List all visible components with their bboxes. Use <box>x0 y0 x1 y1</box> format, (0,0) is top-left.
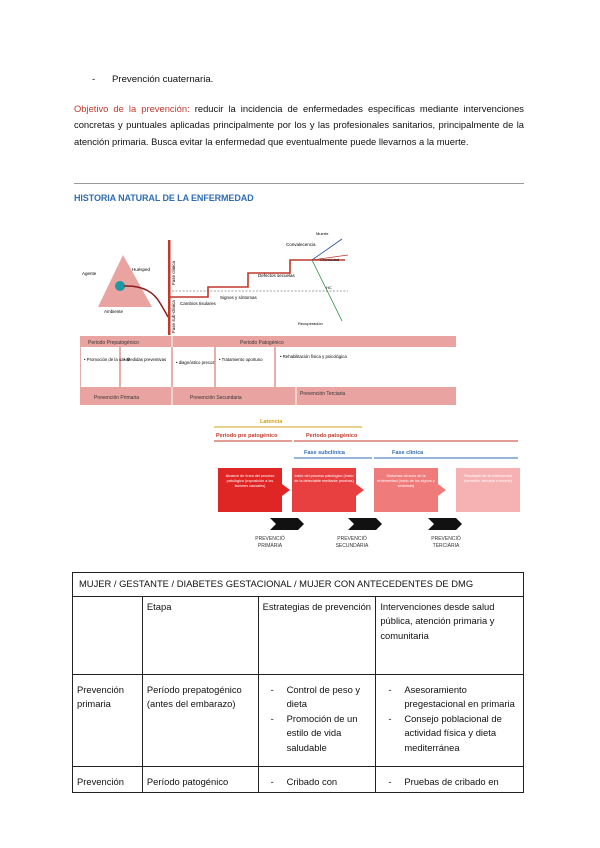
label-muerte: Muerte <box>316 231 329 236</box>
table-cell-level: Prevención <box>72 765 143 794</box>
triangle-shape <box>98 255 152 307</box>
section-heading: HISTORIA NATURAL DE LA ENFERMEDAD <box>74 193 254 203</box>
box-arrow-2 <box>356 484 364 496</box>
triangle-dot <box>115 281 125 291</box>
prev-primaria-bar <box>80 387 172 405</box>
label-recuperacion: Recuperación <box>298 321 323 326</box>
label-latencia: Latencia <box>260 419 283 425</box>
table-header-cell: Etapa <box>141 595 259 675</box>
table-cell-interventions: Asesoramiento pregestacional en primaria… <box>375 673 524 767</box>
prev-secundaria-bar <box>172 387 296 405</box>
label-prev2: PREVENCIÓ <box>337 535 367 542</box>
chevron-arrow-1 <box>270 518 304 530</box>
box-arrow-3 <box>438 484 446 496</box>
label-cronicidad: Cronicidad <box>320 257 339 262</box>
label-fase-subclinica: Fase sub-clínica <box>171 300 176 333</box>
label-periodo-patogenico: Periodo Patogénico <box>240 340 284 346</box>
box-sintomas <box>374 468 438 512</box>
label-cambios: Cambios tisulares <box>180 301 217 306</box>
list-item: Cribado con <box>263 775 372 790</box>
label-periodo-pre: Periodo pre patogénico <box>216 433 278 439</box>
label-huesped: Huésped <box>132 267 151 272</box>
label-prev-primaria: Prevención Primaria <box>94 395 139 401</box>
stair-line <box>170 259 345 298</box>
arrow-cronicidad <box>311 254 349 261</box>
objective-label: Objetivo de la prevención: <box>74 103 190 114</box>
arrow-recuperacion <box>311 259 343 322</box>
action-promocion: • Promoción de la salud <box>84 357 130 362</box>
box-inicio-text-wrap: Inicio del proceso patológico (inicio de… <box>294 474 354 483</box>
periodo-patogenico-bar <box>172 336 456 347</box>
table-title-row: MUJER / GESTANTE / DIABETES GESTACIONAL … <box>72 572 524 597</box>
label-defectos: Defectos secuelas <box>258 273 296 278</box>
triangle-arrow <box>123 285 169 318</box>
table-row: Prevención Período patogénico Cribado co… <box>72 765 524 794</box>
label-signos: Signos y síntomas <box>220 295 258 300</box>
table-title: MUJER / GESTANTE / DIABETES GESTACIONAL … <box>72 572 524 597</box>
box-arrow-1 <box>282 484 290 496</box>
label-fase-clinica: Fase clínica <box>171 260 176 285</box>
action-diagnostico: • diagnóstico precoz <box>176 360 215 365</box>
label-fase-subclinica-2: Fase subclínica <box>304 450 346 456</box>
table-row: Prevención primaria Período prepatogénic… <box>72 673 524 767</box>
label-periodo-prepatogenico: Periodo Prepatogénico <box>88 340 139 346</box>
horizon-vertical-bar <box>168 240 171 335</box>
label-prev-terciaria: Prevención Terciaria <box>300 391 345 397</box>
box-exposicion <box>218 468 282 512</box>
label-prev1b: PRIMÀRIA <box>258 542 283 549</box>
label-ambiente: Ambiente <box>104 309 124 314</box>
box-exposicion-text-wrap: Alcance de línea del proceso patológico … <box>225 474 275 488</box>
label-prev1: PREVENCIÓ <box>255 535 285 542</box>
box-sintomas-text-wrap: Síntomas clínicos de la enfermedad (inic… <box>377 474 435 488</box>
table-cell-interventions: Pruebas de cribado en <box>375 765 524 794</box>
table-header-row: Etapa Estrategias de prevención Interven… <box>72 595 524 675</box>
label-prev2b: SECUNDÀRIA <box>336 542 369 549</box>
list-item: Pruebas de cribado en <box>380 775 519 790</box>
label-periodo-pat: Periodo patogénico <box>306 433 358 439</box>
chevron-arrow-2 <box>348 518 382 530</box>
box-sintomas-text: Síntomas clínicos de la enfermedad (inic… <box>377 474 435 488</box>
table-header-cell: Intervenciones desde salud pública, aten… <box>375 595 524 675</box>
bullet-text: Prevención cuaternaria. <box>112 74 214 85</box>
chevron-arrow-3 <box>428 518 462 530</box>
table-cell-stage: Período patogénico <box>141 765 259 794</box>
table-cell-strategies: Cribado con <box>257 765 377 794</box>
list-item: Promoción de un estilo de vida saludable <box>263 712 372 756</box>
objective-paragraph: Objetivo de la prevención: reducir la in… <box>74 101 524 150</box>
table-header-cell: Estrategias de prevención <box>257 595 377 675</box>
box-resultado <box>456 468 520 512</box>
natural-history-diagram: Agente Huésped Ambiente Fase clínica Fas… <box>80 231 456 405</box>
table-cell-level: Prevención primaria <box>72 673 143 767</box>
section-divider <box>74 183 524 184</box>
prevention-levels-diagram: Latencia Periodo pre patogénico Periodo … <box>214 419 520 549</box>
label-prev3: PREVENCIÓ <box>431 535 461 542</box>
bullet-prevencion-cuaternaria: - Prevención cuaternaria. <box>92 74 213 85</box>
box-exposicion-text: Alcance de línea del proceso patológico … <box>225 474 275 488</box>
list-item: Asesoramiento pregestacional en primaria <box>380 683 519 712</box>
list-item: Control de peso y dieta <box>263 683 372 712</box>
label-horizonte: HC <box>326 285 332 290</box>
box-inicio-text: Inicio del proceso patológico (inicio de… <box>294 474 354 483</box>
action-medidas: • Medidas preventivas <box>124 357 166 362</box>
prevention-table: MUJER / GESTANTE / DIABETES GESTACIONAL … <box>72 572 524 794</box>
box-inicio <box>292 468 356 512</box>
box-resultado-text: Resultado de la enfermedad (curación, se… <box>463 474 513 483</box>
action-rehabilitacion: • Rehabilitación física y psicológica <box>280 354 347 359</box>
objective-text: reducir la incidencia de enfermedades es… <box>74 103 524 147</box>
label-prev-secundaria: Prevención Secundaria <box>190 395 242 401</box>
box-resultado-text-wrap: Resultado de la enfermedad (curación, se… <box>463 474 513 483</box>
prev-terciaria-bar <box>296 387 456 405</box>
label-prev3b: TERCIÀRIA <box>433 542 460 549</box>
table-header-cell <box>72 595 143 675</box>
label-convalecencia: Convalecencia <box>286 242 316 247</box>
periodo-prepatogenico-bar <box>80 336 172 347</box>
bullet-dash: - <box>92 74 96 85</box>
arrow-muerte <box>311 238 343 261</box>
label-fase-clinica-2: Fase clínica <box>392 450 424 456</box>
table-cell-strategies: Control de peso y dieta Promoción de un … <box>257 673 377 767</box>
table-cell-stage: Período prepatogénico (antes del embaraz… <box>141 673 259 767</box>
list-item: Consejo poblacional de actividad física … <box>380 712 519 756</box>
action-tratamiento: • Tratamiento oportuno <box>219 357 263 362</box>
label-agente: Agente <box>82 271 97 276</box>
